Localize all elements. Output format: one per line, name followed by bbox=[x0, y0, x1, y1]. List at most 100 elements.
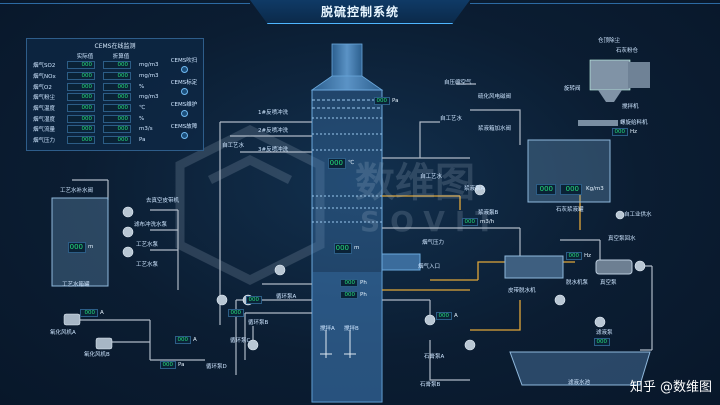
row-name: 烟气粉尘 bbox=[33, 95, 56, 102]
converted-value: 000 bbox=[103, 104, 131, 113]
converted-value: 000 bbox=[103, 114, 131, 123]
slurry-density-unit: Kg/m3 bbox=[586, 186, 604, 192]
status-indicator-icon bbox=[180, 132, 188, 139]
status-indicator-icon bbox=[180, 88, 188, 95]
spray-1-label: 1#反喷冲洗 bbox=[258, 110, 289, 116]
cems-row: 烟气湿度 000 000% bbox=[33, 113, 169, 124]
slurry-pump-a-label: 浆液泵A bbox=[464, 186, 485, 192]
flow-value: 000 bbox=[462, 218, 478, 226]
gypsum-current-unit: A bbox=[454, 313, 458, 319]
converted-value: 000 bbox=[103, 93, 131, 102]
actual-value: 000 bbox=[67, 125, 95, 134]
row-unit: % bbox=[139, 115, 145, 122]
spray-3-label: 3#反喷冲洗 bbox=[258, 147, 289, 153]
screw-feeder-label: 螺旋给料机 bbox=[620, 120, 648, 126]
vacuum-pump bbox=[595, 259, 633, 275]
to-vacuum-belt-label: 去真空皮带机 bbox=[146, 198, 180, 204]
cems-maintain-button[interactable]: CEMS维护 bbox=[166, 100, 202, 117]
slurry-lines bbox=[382, 190, 581, 331]
gypsum-pump-a-label: 石膏泵A bbox=[424, 354, 445, 360]
belt-hz-unit: Hz bbox=[584, 253, 592, 259]
circ-pump-c-label: 循环泵C bbox=[230, 338, 251, 344]
ph1-unit: Ph bbox=[360, 280, 367, 286]
dewater-pump-label: 脱水机泵 bbox=[566, 280, 589, 286]
agitator-a-label: 搅拌A bbox=[320, 326, 335, 332]
actual-value: 000 bbox=[67, 93, 95, 102]
slurry-level-value: 000 bbox=[536, 184, 556, 195]
actual-value: 000 bbox=[67, 72, 95, 81]
tank-level-unit: m bbox=[88, 244, 94, 250]
cems-row: 烟气粉尘 000 000 mg/m3 bbox=[33, 92, 169, 103]
circ-b-current-value: 000 bbox=[246, 296, 262, 304]
circ-d-current-value: 000 bbox=[175, 336, 191, 344]
process-water-m-label: 自工艺水 bbox=[420, 174, 443, 180]
actual-value: 000 bbox=[67, 114, 95, 123]
fan-a-current-unit: A bbox=[100, 310, 104, 316]
fan-a-label: 氧化风机A bbox=[50, 330, 76, 336]
row-name: 烟气温度 bbox=[33, 106, 56, 113]
dust-removal-label: 仓顶除尘 bbox=[598, 38, 621, 44]
credit-text: 知乎 @数维图 bbox=[629, 380, 712, 395]
row-name: 烟气SO2 bbox=[33, 63, 56, 70]
agitators bbox=[320, 330, 356, 358]
flue-inlet-duct bbox=[381, 253, 421, 271]
row-unit: % bbox=[139, 83, 145, 90]
compressed-air-label: 自压缩空气 bbox=[444, 80, 472, 86]
slurry-pump-b-label: 浆液泵B bbox=[478, 210, 499, 216]
row-name: 烟气压力 bbox=[33, 138, 56, 145]
filtrate-current-value: 000 bbox=[594, 338, 610, 346]
tower-temp-value: 000 bbox=[328, 158, 346, 169]
actual-value: 000 bbox=[67, 104, 95, 113]
title-bar: 脱硫控制系统 bbox=[250, 0, 470, 24]
feeder-hz-value: 000 bbox=[612, 128, 628, 136]
lime-silo bbox=[589, 59, 650, 102]
filtrate-pool-label: 滤液水池 bbox=[568, 380, 591, 386]
cems-calibrate-button[interactable]: CEMS标定 bbox=[166, 78, 202, 95]
flush-pump-label: 滤布冲洗水泵 bbox=[134, 222, 168, 228]
tower-pressure-unit: Pa bbox=[392, 98, 399, 104]
sulfur-valve-label: 硫化风电磁阀 bbox=[478, 94, 512, 100]
tank-level-value: 000 bbox=[68, 242, 86, 253]
cems-fault-button[interactable]: CEMS故障 bbox=[166, 122, 202, 139]
converted-value: 000 bbox=[103, 61, 131, 70]
tower-pressure-value: 000 bbox=[374, 97, 390, 105]
lime-tank-label: 石灰浆液罐 bbox=[556, 207, 584, 213]
watermark-logo bbox=[175, 124, 325, 286]
process-pump-a-label: 工艺水泵 bbox=[136, 242, 159, 248]
row-unit: mg/m3 bbox=[139, 73, 159, 80]
row-name: 烟气湿度 bbox=[33, 116, 56, 123]
converted-value: 000 bbox=[103, 125, 131, 134]
bottom-pressure-unit: Pa bbox=[178, 362, 185, 368]
row-unit: m3/s bbox=[139, 126, 153, 133]
circ-d-current-unit: A bbox=[193, 337, 197, 343]
mixer-label: 搅拌机 bbox=[622, 104, 639, 110]
agitator-b-label: 搅拌B bbox=[344, 326, 359, 332]
vacuum-belt-label: 皮带脱水机 bbox=[508, 288, 536, 294]
cems-purge-button[interactable]: CEMS吹扫 bbox=[166, 56, 202, 73]
row-unit: mg/m3 bbox=[139, 94, 159, 101]
title-line-right bbox=[470, 3, 720, 4]
belt-hz-value: 000 bbox=[566, 252, 582, 260]
industrial-water-label: 自工业供水 bbox=[624, 212, 652, 218]
converted-value: 000 bbox=[103, 72, 131, 81]
make-up-valve-label: 工艺水补水阀 bbox=[60, 188, 94, 194]
tower-level-unit: m bbox=[354, 245, 360, 251]
row-unit: Pa bbox=[139, 137, 146, 144]
actual-value: 000 bbox=[67, 82, 95, 91]
ph1-value: 000 bbox=[340, 279, 358, 287]
flow-unit: m3/h bbox=[480, 219, 495, 225]
row-unit: ℃ bbox=[139, 105, 146, 112]
ph2-unit: Ph bbox=[360, 292, 367, 298]
screw-conveyor bbox=[578, 120, 618, 126]
col-converted: 折算值 bbox=[112, 53, 130, 60]
status-indicator-icon bbox=[180, 110, 188, 117]
circ-pump-d-label: 循环泵D bbox=[206, 364, 227, 370]
fans bbox=[63, 313, 113, 350]
process-water-label: 自工艺水 bbox=[222, 143, 245, 149]
pipes bbox=[72, 83, 653, 381]
fan-a-current-value: 000 bbox=[80, 309, 98, 317]
row-name: 烟气O2 bbox=[33, 84, 52, 91]
